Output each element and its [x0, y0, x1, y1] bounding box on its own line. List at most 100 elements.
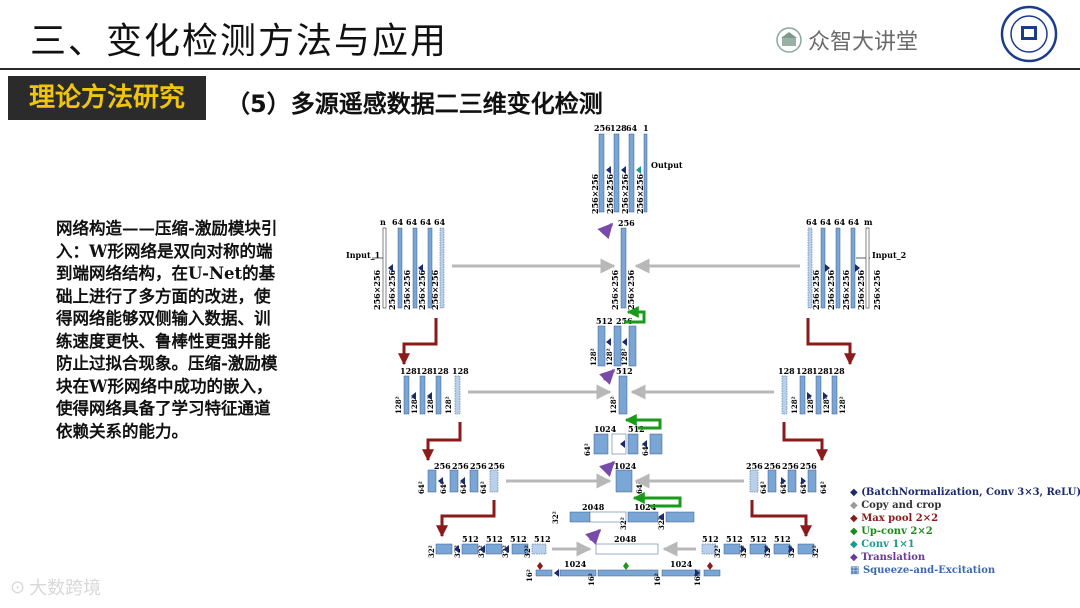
center-256-label: 256	[618, 218, 635, 228]
svg-text:512: 512	[596, 316, 613, 326]
svg-text:128²: 128²	[620, 348, 629, 366]
svg-text:128: 128	[416, 366, 433, 376]
svg-text:256×256: 256×256	[872, 269, 882, 310]
svg-text:256×256: 256×256	[430, 269, 440, 310]
center-512-block: 512 128²	[609, 366, 633, 415]
svg-text:32²: 32²	[713, 545, 722, 558]
svg-text:128²: 128²	[394, 396, 403, 414]
svg-text:128²: 128²	[609, 396, 618, 414]
svg-text:64²: 64²	[799, 481, 808, 494]
svg-text:128²: 128²	[838, 396, 847, 414]
svg-text:256: 256	[452, 461, 469, 471]
svg-text:256×256: 256×256	[417, 269, 427, 310]
right-level4-block: 512 512 512 512 32² 32² 32² 32² 32²	[662, 534, 820, 570]
svg-text:32²: 32²	[427, 545, 436, 558]
svg-text:32²: 32²	[619, 517, 628, 530]
svg-text:32²: 32²	[523, 545, 532, 558]
legend-item-translation: ◆ Translation	[850, 552, 926, 563]
brand: 众智大讲堂	[776, 24, 918, 56]
svg-text:128: 128	[812, 366, 829, 376]
svg-text:1024: 1024	[670, 559, 693, 569]
svg-text:512: 512	[486, 534, 503, 544]
svg-text:32²: 32²	[657, 517, 666, 530]
svg-text:256: 256	[746, 461, 763, 471]
svg-text:64: 64	[806, 217, 818, 227]
input1-label: Input_1	[346, 250, 380, 260]
center-1024-block: 1024 64²	[614, 461, 644, 494]
output-dim-3: 256×256	[620, 173, 630, 214]
svg-text:64: 64	[434, 217, 446, 227]
page-title: 三、变化检测方法与应用	[30, 21, 449, 62]
svg-text:128²: 128²	[605, 348, 614, 366]
legend-item-copy-crop: ◆ Copy and crop	[850, 500, 942, 511]
university-logo	[1000, 5, 1058, 63]
svg-text:256×256: 256×256	[387, 269, 397, 310]
output-ch-2: 128	[610, 123, 627, 133]
svg-text:256×256: 256×256	[610, 269, 620, 310]
legend-item-up-conv: ◆ Up-conv 2×2	[850, 526, 933, 537]
svg-text:512: 512	[534, 534, 551, 544]
svg-text:512: 512	[774, 534, 791, 544]
svg-text:512: 512	[750, 534, 767, 544]
svg-text:m: m	[864, 217, 873, 227]
right-level3-block: 256 256 256 256 64² 64² 64² 64²	[634, 461, 828, 494]
brand-name: 众智大讲堂	[808, 30, 919, 55]
svg-text:32²: 32²	[739, 545, 748, 558]
output-label: Output	[651, 160, 683, 170]
svg-text:512: 512	[462, 534, 479, 544]
center-512-256-block: 512 256 128² 128² 128²	[589, 306, 646, 385]
legend-item-max-pool: ◆ Max pool 2×2	[850, 513, 939, 524]
output-block: 256 128 64 1 Output 256×256 256×256 256×…	[590, 123, 683, 240]
left-level2-block: 128 128 128 128 128² 128² 128² 128²	[394, 366, 612, 415]
bottom-row-block: 1024 1024 16² 16² 16² 16²	[525, 559, 721, 586]
svg-text:64²: 64²	[439, 481, 448, 494]
svg-text:128²: 128²	[806, 396, 815, 414]
output-ch-3: 64	[626, 123, 638, 133]
maxpool-arrow-right-1	[806, 318, 856, 366]
svg-text:128: 128	[796, 366, 813, 376]
svg-text:64²: 64²	[819, 481, 828, 494]
svg-text:128: 128	[452, 366, 469, 376]
svg-text:256×256: 256×256	[372, 269, 382, 310]
svg-text:64: 64	[420, 217, 432, 227]
svg-text:16²: 16²	[587, 573, 596, 586]
svg-text:64: 64	[392, 217, 404, 227]
legend-item-conv1x1: ◆ Conv 1×1	[850, 539, 915, 550]
svg-text:32²: 32²	[551, 511, 560, 524]
right-level2-block: 128 128 128 128 128² 128² 128² 128²	[630, 366, 847, 415]
svg-text:64: 64	[820, 217, 832, 227]
svg-text:32²: 32²	[763, 545, 772, 558]
output-ch-4: 1	[643, 123, 649, 133]
legend-item-se: ▦ Squeeze-and-Excitation	[850, 565, 996, 576]
legend-item-bn-conv: ◆ (BatchNormalization, Conv 3×3, ReLU)*2	[850, 487, 1080, 498]
left-level3-block: 256 256 256 256 64² 64² 64² 64²	[417, 461, 612, 494]
svg-text:128: 128	[432, 366, 449, 376]
svg-text:128²: 128²	[589, 348, 598, 366]
svg-text:1024: 1024	[634, 502, 657, 512]
left-level1-block: Input_1 n 64 64 64 64 256×256 256×256 25…	[346, 217, 616, 310]
svg-text:1024: 1024	[594, 424, 617, 434]
center-256-block: 256 256×256 256×256	[610, 218, 636, 310]
svg-text:128: 128	[400, 366, 417, 376]
center-2048-block: 2048	[595, 534, 659, 555]
svg-text:64²: 64²	[417, 481, 426, 494]
svg-text:64: 64	[848, 217, 860, 227]
svg-text:1024: 1024	[564, 559, 587, 569]
svg-text:256×256: 256×256	[826, 269, 836, 310]
header-rule	[0, 68, 1080, 70]
center-2048-1024-block: 2048 1024 32² 32² 32²	[551, 492, 695, 545]
svg-text:512: 512	[702, 534, 719, 544]
svg-text:128²: 128²	[444, 396, 453, 414]
svg-text:64²: 64²	[459, 481, 468, 494]
right-level1-block: Input_2 64 64 64 64 m 256×256 256×256 25…	[634, 217, 906, 310]
svg-text:64: 64	[834, 217, 846, 227]
svg-text:2048: 2048	[582, 502, 605, 512]
svg-text:64²: 64²	[479, 481, 488, 494]
svg-text:16²: 16²	[693, 573, 702, 586]
svg-text:64²: 64²	[635, 481, 644, 494]
svg-text:128²: 128²	[790, 396, 799, 414]
svg-text:256: 256	[488, 461, 505, 471]
svg-text:32²: 32²	[787, 545, 796, 558]
svg-text:16²: 16²	[653, 573, 662, 586]
